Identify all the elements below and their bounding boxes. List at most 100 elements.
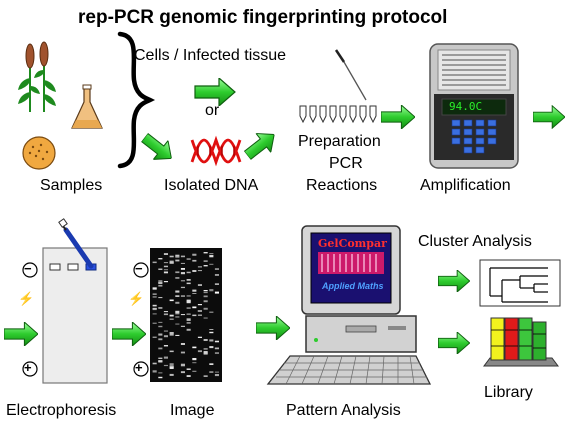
gel-image [150, 248, 222, 382]
gel-band [209, 363, 214, 365]
gel-band [152, 287, 157, 289]
gel-band [158, 297, 163, 299]
gel-pipette-icon [58, 218, 94, 269]
gel-band [203, 252, 208, 254]
gel-band [152, 304, 157, 307]
gel-band [203, 295, 208, 298]
gel-band [214, 283, 219, 285]
gel-band [192, 293, 197, 294]
gel-plus-symbol: + [24, 360, 32, 375]
gel-band [192, 346, 197, 349]
gel-band [203, 351, 208, 353]
gel-band [186, 258, 191, 260]
gel-band [197, 284, 202, 286]
gel-band [214, 268, 219, 270]
gel-band [192, 259, 197, 262]
pattern-analysis-label: Pattern Analysis [286, 402, 401, 419]
thermocycler-readout: 94.0C [449, 100, 483, 113]
gel-band [203, 308, 208, 310]
gel-band [158, 281, 163, 284]
gel-band [186, 313, 191, 315]
gel-band [180, 262, 185, 264]
gel-band [152, 296, 157, 298]
gel-band [163, 330, 168, 332]
gel-band [158, 268, 163, 270]
electrophoresis-label: Electrophoresis [6, 402, 117, 419]
gel-band [163, 281, 168, 283]
gel-band [180, 280, 185, 282]
gel-band [203, 290, 208, 292]
gel-band [158, 307, 163, 309]
gel-band [186, 368, 191, 370]
gel-band [197, 336, 202, 338]
gel-band [209, 339, 214, 342]
gel-band [158, 338, 163, 341]
gel-band [169, 260, 174, 262]
arrow-from-dna [240, 125, 282, 165]
gel-band [175, 259, 180, 262]
gel-band [209, 371, 214, 373]
gel-band [197, 266, 202, 268]
image-anode-ring [133, 361, 149, 377]
gel-band [192, 362, 197, 364]
gel-band [197, 350, 202, 353]
gel-band [180, 325, 185, 327]
dna-helix-icon [190, 135, 242, 167]
gel-band [169, 318, 174, 320]
gel-band [169, 299, 174, 302]
gel-band [180, 371, 185, 374]
cluster-analysis-label: Cluster Analysis [418, 233, 532, 250]
gel-band [175, 334, 180, 336]
gel-band [152, 362, 157, 365]
gel-band [180, 351, 185, 354]
gel-band [158, 333, 163, 336]
gel-band [158, 325, 163, 328]
gel-band [163, 265, 168, 268]
gel-band [192, 358, 197, 361]
gel-band [214, 374, 219, 377]
cathode-symbol-ring [22, 262, 38, 278]
amplification-label: Amplification [420, 177, 511, 194]
gel-band [186, 279, 191, 281]
gel-band [203, 292, 208, 294]
image-plus-symbol: + [135, 360, 143, 375]
gel-bands [152, 252, 219, 379]
gel-band [163, 313, 168, 315]
gel-band [197, 314, 202, 316]
gel-band [152, 336, 157, 338]
arrow-to-cluster [438, 270, 470, 292]
gel-band [203, 352, 208, 354]
gel-band [169, 373, 174, 376]
gel-band [152, 261, 157, 264]
gel-band [158, 321, 163, 323]
gel-band [192, 306, 197, 309]
gel-band [152, 287, 157, 290]
gel-band [214, 291, 219, 294]
library-books-icon [483, 317, 559, 367]
screen-gel-lanes [318, 252, 384, 274]
gel-band [175, 290, 180, 293]
gel-band [180, 343, 185, 345]
gel-band [180, 272, 185, 275]
gel-band [214, 352, 219, 354]
gel-band [186, 295, 191, 297]
gel-band [175, 301, 180, 304]
pcr-tubes-icon [299, 105, 377, 124]
image-voltage-icon: ⚡ [128, 291, 145, 306]
monitor-logo-applied-maths: Applied Maths [322, 281, 384, 291]
cells-tissue-label: Cells / Infected tissue [134, 47, 287, 64]
gel-band [186, 320, 191, 321]
or-label: or [205, 102, 220, 119]
gel-band [192, 253, 197, 255]
isolated-dna-label: Isolated DNA [164, 177, 259, 194]
arrow-to-computer [256, 316, 290, 340]
samples-label: Samples [40, 177, 103, 194]
diagram-title: rep-PCR genomic fingerprinting protocol [78, 7, 448, 28]
reactions-label: Reactions [306, 177, 378, 194]
gel-band [169, 332, 174, 334]
gel-band [152, 370, 157, 373]
gel-band [163, 364, 168, 367]
gel-band [158, 347, 163, 350]
wheat-plant-icon [18, 41, 56, 112]
gel-band [209, 254, 214, 256]
